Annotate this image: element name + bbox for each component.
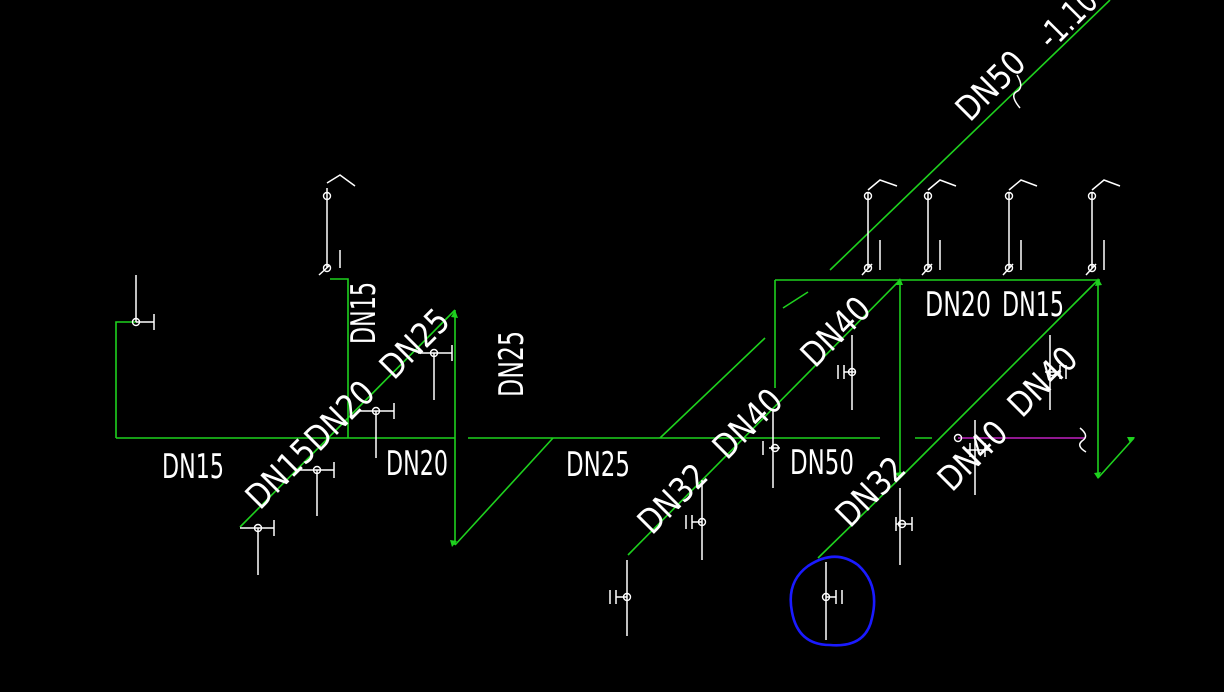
left-faucet-riser — [135, 275, 155, 330]
valve-stem-8 — [837, 335, 855, 410]
dn25-lower-diagonal — [454, 437, 554, 546]
valve-icon — [923, 263, 933, 273]
label-dn25-main: DN25 — [566, 445, 630, 485]
label-dn15-vert: DN15 — [344, 282, 384, 344]
pipe-size-labels: DN15 DN15 DN20 DN15 DN25 DN25 DN20 DN25 … — [162, 0, 1136, 542]
valve-icon — [253, 523, 263, 533]
valve-icon — [1004, 191, 1014, 201]
top-left-faucet-riser — [318, 174, 356, 276]
valve-icon — [821, 592, 831, 602]
valve-icon — [1004, 263, 1014, 273]
dn40-upper-diagonal — [659, 337, 766, 439]
faucet-riser-1 — [861, 179, 898, 276]
valve-icon — [322, 191, 332, 201]
arrowhead-top-right — [1095, 278, 1102, 286]
valve-icon — [322, 263, 332, 273]
label-dn25-vert: DN25 — [492, 331, 532, 397]
valve-stem-3 — [360, 403, 395, 458]
label-dn40-mid: DN40 — [705, 381, 791, 467]
valve-icon — [847, 367, 857, 377]
label-dn40-right-up: DN40 — [1000, 339, 1086, 425]
break-mark-top — [1013, 74, 1022, 109]
valve-icon — [697, 517, 707, 527]
label-dn40-upper: DN40 — [793, 289, 879, 375]
valve-icon — [923, 191, 933, 201]
valve-stem-4 — [418, 345, 453, 400]
valve-stem-2 — [300, 462, 335, 516]
valve-icon — [953, 433, 963, 443]
dn32-right-diagonal — [817, 477, 901, 559]
label-dn25-diag-left: DN25 — [372, 301, 458, 387]
valve-icon — [863, 191, 873, 201]
right-end-diagonal — [1097, 437, 1135, 479]
label-dn32-left: DN32 — [630, 456, 716, 542]
tick-segment — [782, 291, 809, 309]
arrowhead-far-right — [1094, 472, 1101, 479]
circled-valve-stem — [825, 562, 843, 640]
valve-stem-11 — [1045, 335, 1067, 410]
valve-icon — [131, 317, 141, 327]
dn40-right-diagonal — [899, 279, 1099, 479]
valve-stem-1 — [240, 520, 275, 575]
dn50-trunk-pipe — [829, 0, 1111, 271]
label-dn20-top: DN20 — [925, 285, 991, 325]
risers-and-valves — [131, 74, 1121, 640]
arrowhead-top-left — [451, 310, 458, 318]
dn32-dn40-diagonal — [627, 279, 901, 556]
arrowhead-bottom-left — [450, 540, 457, 547]
valve-icon — [770, 443, 780, 453]
faucet-riser-3 — [1002, 179, 1038, 276]
valve-icon — [1087, 263, 1097, 273]
label-dn15-main: DN15 — [162, 447, 224, 487]
label-dn50-main: DN50 — [790, 443, 854, 483]
valve-icon — [897, 519, 907, 529]
valve-stem-10 — [965, 420, 990, 495]
faucet-riser-2 — [921, 179, 957, 276]
valve-icon — [622, 592, 632, 602]
label-dn40-right-low: DN40 — [930, 413, 1016, 499]
arrowhead-top-mid — [895, 278, 903, 285]
pipe-network — [115, 0, 1135, 559]
valve-stem-6 — [685, 480, 703, 560]
break-mark — [1079, 427, 1087, 453]
label-dn15-top: DN15 — [1002, 285, 1064, 325]
valve-icon — [371, 406, 381, 416]
label-dn20-main: DN20 — [386, 444, 448, 484]
label-elevation: -1.100m — [1030, 0, 1136, 57]
arrowhead-mid — [895, 472, 902, 479]
highlight-circle-annotation — [789, 555, 876, 647]
valve-icon — [429, 348, 439, 358]
left-riser-pipe — [115, 321, 136, 438]
valve-icon — [1047, 367, 1057, 377]
valve-icon — [863, 263, 873, 273]
dn15-vertical-pipe — [330, 278, 349, 438]
valve-stem-5 — [609, 560, 628, 636]
arrowhead-right — [1127, 437, 1135, 443]
valve-icon — [312, 465, 322, 475]
faucet-riser-4 — [1085, 179, 1121, 276]
valve-icon — [1087, 191, 1097, 201]
